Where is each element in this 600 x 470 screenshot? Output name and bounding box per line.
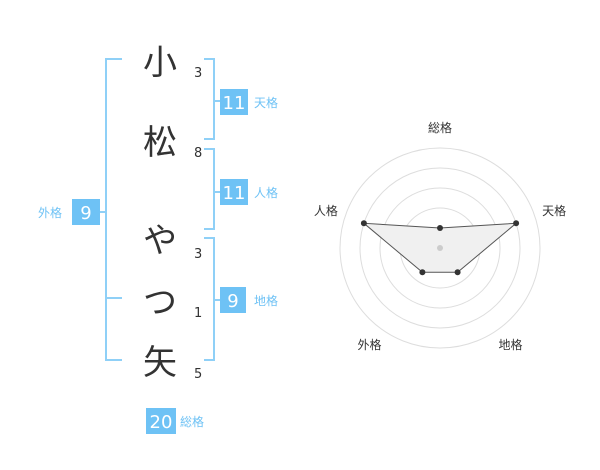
tenkaku-badge: 11 天格 bbox=[220, 89, 278, 115]
soukaku-badge-box bbox=[146, 408, 176, 434]
stroke-count-3: 3 bbox=[194, 247, 202, 262]
radar-axis-label-5: 人格 bbox=[314, 203, 338, 218]
gaikaku-label: 外格 bbox=[38, 205, 62, 220]
radar-point-1 bbox=[437, 225, 443, 231]
jinkaku-badge-box bbox=[220, 179, 248, 205]
radar-axis-label-2: 天格 bbox=[542, 203, 566, 218]
gaikaku-bracket bbox=[105, 58, 122, 361]
stroke-count-1: 3 bbox=[194, 66, 202, 81]
gaikaku-badge-box bbox=[72, 199, 100, 225]
radar-point-3 bbox=[454, 269, 461, 276]
jinkaku-label: 人格 bbox=[254, 185, 278, 200]
soukaku-value: 20 bbox=[150, 412, 173, 433]
stroke-count-4: 1 bbox=[194, 306, 202, 321]
jinkaku-badge: 11 人格 bbox=[220, 179, 278, 205]
tenkaku-bracket bbox=[204, 58, 215, 140]
jinkaku-bracket bbox=[204, 148, 215, 230]
tenkaku-value: 11 bbox=[223, 93, 246, 114]
radar-point-5 bbox=[360, 220, 367, 227]
chikaku-label: 地格 bbox=[254, 293, 278, 308]
radar-ring-4 bbox=[359, 167, 521, 329]
gaikaku-value: 9 bbox=[80, 203, 91, 224]
radar-axis-label-3: 地格 bbox=[498, 337, 522, 352]
radar-axis-label-4: 外格 bbox=[357, 337, 381, 352]
name-char-2: 松 bbox=[143, 123, 177, 163]
tenkaku-label: 天格 bbox=[254, 95, 278, 110]
chikaku-badge-box bbox=[220, 287, 246, 313]
chikaku-bracket bbox=[204, 237, 215, 361]
radar-ring-3 bbox=[379, 187, 501, 309]
soukaku-label: 総格 bbox=[180, 414, 204, 429]
name-char-5: 矢 bbox=[143, 343, 177, 383]
radar-point-2 bbox=[513, 220, 520, 227]
radar-point-4 bbox=[419, 269, 426, 276]
name-char-1: 小 bbox=[143, 43, 177, 83]
chikaku-value: 9 bbox=[227, 291, 238, 312]
stroke-count-2: 8 bbox=[194, 146, 202, 161]
radar-ring-5 bbox=[339, 147, 541, 349]
name-char-3: や bbox=[143, 221, 177, 261]
jinkaku-value: 11 bbox=[223, 183, 246, 204]
name-char-4: つ bbox=[143, 283, 177, 323]
radar-axis-label-1: 総格 bbox=[428, 120, 452, 135]
chikaku-badge: 9 地格 bbox=[220, 287, 278, 313]
gaikaku-badge: 外格 9 bbox=[38, 199, 100, 225]
name-column: 小 松 や つ 矢 bbox=[143, 43, 177, 383]
radar-center-dot bbox=[437, 245, 443, 251]
stroke-count-5: 5 bbox=[194, 367, 202, 382]
soukaku-badge: 20 総格 bbox=[146, 408, 204, 434]
tenkaku-badge-box bbox=[220, 89, 248, 115]
stroke-counts: 3 8 3 1 5 bbox=[194, 66, 202, 382]
